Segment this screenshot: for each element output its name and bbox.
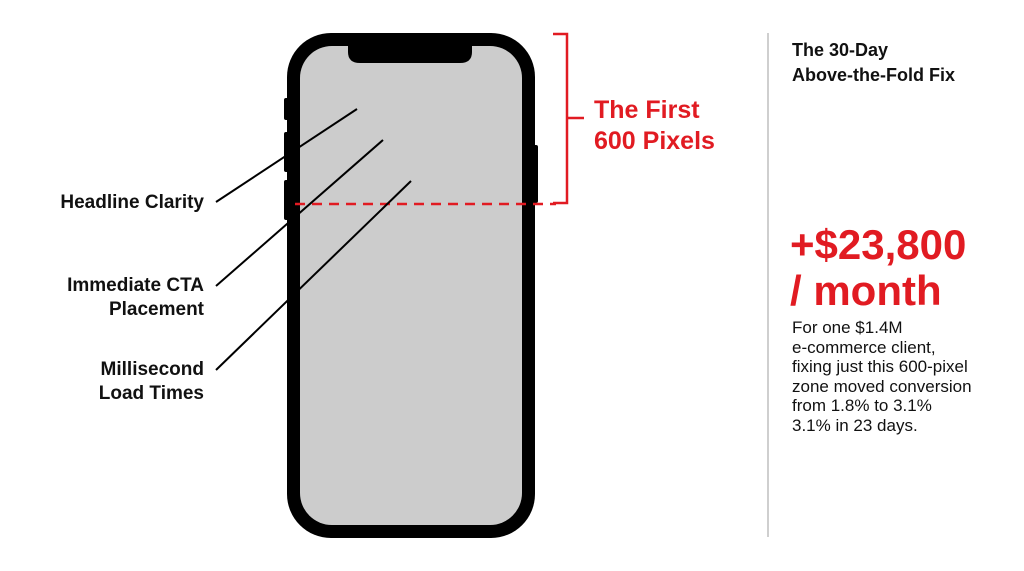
phone-screen xyxy=(300,46,522,525)
callout-line-cta xyxy=(215,139,384,287)
description-line: For one $1.4M xyxy=(792,318,903,337)
callout-line-headline xyxy=(215,108,358,203)
sidebar-title: The 30-Day Above-the-Fold Fix xyxy=(792,38,955,88)
metric-value: +$23,800 xyxy=(790,221,967,268)
callout-load-times: Millisecond Load Times xyxy=(99,358,204,406)
bracket-label-line: The First xyxy=(594,96,700,124)
description-line: zone moved conversion xyxy=(792,376,972,396)
sidebar-title-line: The 30-Day xyxy=(792,40,889,60)
callout-text: Headline Clarity xyxy=(60,192,204,213)
first-600-pixels-label: The First 600 Pixels xyxy=(594,95,715,157)
description-line: 3.1% in 23 days. xyxy=(792,415,918,435)
metric-unit: / month xyxy=(790,267,942,314)
revenue-metric: +$23,800 / month xyxy=(790,222,966,314)
callout-text: Load Times xyxy=(98,383,204,404)
callout-immediate-cta: Immediate CTA Placement xyxy=(67,274,204,322)
callout-headline-clarity: Headline Clarity xyxy=(60,191,204,215)
callout-line-load xyxy=(215,180,412,371)
bracket-label-line: 600 Pixels xyxy=(594,127,715,155)
callout-text: Millisecond xyxy=(100,359,204,380)
phone-notch xyxy=(348,46,472,63)
sidebar-title-line: Above-the-Fold Fix xyxy=(792,65,955,85)
description-line: from 1.8% to 3.1% xyxy=(792,396,932,415)
callout-text: Immediate CTA xyxy=(67,275,204,296)
case-study-description: For one $1.4M e-commerce client, fixing … xyxy=(792,318,1012,435)
description-line: e-commerce client, xyxy=(792,337,936,357)
bracket xyxy=(553,32,569,205)
description-line: fixing just this 600-pixel xyxy=(792,357,968,376)
callout-text: Placement xyxy=(108,299,204,320)
